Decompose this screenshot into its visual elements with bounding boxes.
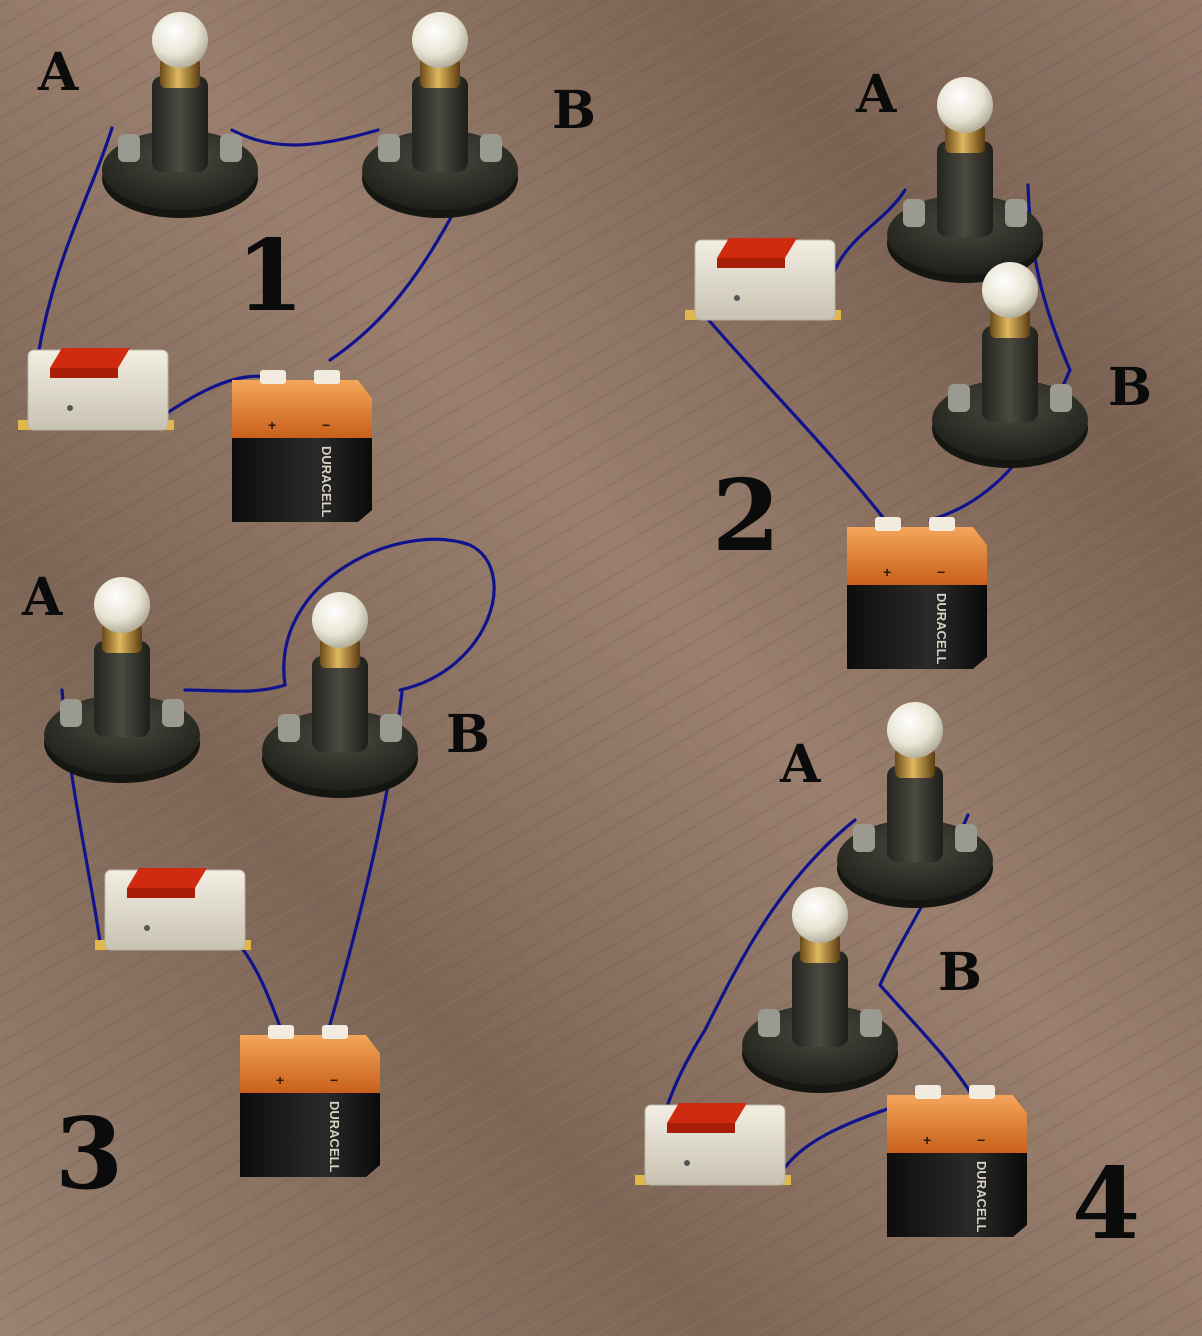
lamp-c2-b — [932, 262, 1088, 468]
battery-minus-sign: − — [977, 1132, 985, 1148]
lamp-c3-a — [44, 577, 200, 783]
wire-c3-lampA-lampB — [183, 683, 287, 693]
battery-c1: + − DURACELL — [232, 370, 372, 522]
lamp-c1-a — [102, 12, 258, 218]
lamp-c4-b — [742, 887, 898, 1093]
switch-c3 — [95, 868, 251, 951]
circuit-number-3: 3 — [55, 1097, 123, 1212]
lamp-label-c2-a: A — [855, 64, 897, 125]
battery-minus-sign: − — [322, 417, 330, 433]
wire-c2-lampA-lampB — [1026, 183, 1072, 372]
lamp-label-c1-a: A — [37, 42, 79, 103]
battery-c4: + − DURACELL — [887, 1085, 1027, 1237]
battery-c2: + − DURACELL — [847, 517, 987, 669]
lamp-label-c3-a: A — [21, 567, 63, 628]
switch-c1 — [18, 348, 174, 431]
lamp-c1-b — [362, 12, 518, 218]
battery-plus-sign: + — [268, 417, 276, 433]
lamp-c4-a — [837, 702, 993, 908]
wire-c2-switch-battery — [698, 308, 887, 522]
lamp-label-c2-b: B — [1108, 357, 1152, 418]
battery-brand-label: DURACELL — [934, 593, 949, 665]
lamp-label-c4-a: A — [779, 734, 821, 795]
battery-plus-sign: + — [276, 1072, 284, 1088]
battery-c3: + − DURACELL — [240, 1025, 380, 1177]
switch-c2 — [685, 238, 841, 321]
battery-brand-label: DURACELL — [974, 1161, 989, 1233]
circuit-number-1: 1 — [236, 219, 304, 334]
battery-minus-sign: − — [937, 564, 945, 580]
lamp-label-c4-b: B — [938, 942, 982, 1003]
switch-c4 — [635, 1103, 791, 1186]
wire-c4-lampB-battery — [878, 983, 974, 1097]
wire-c3-loop — [282, 537, 496, 692]
battery-plus-sign: + — [923, 1132, 931, 1148]
battery-plus-sign: + — [883, 564, 891, 580]
lamp-label-c3-b: B — [446, 704, 490, 765]
lamp-label-c1-b: B — [552, 80, 596, 141]
lamp-c3-b — [262, 592, 418, 798]
circuit-number-2: 2 — [712, 459, 780, 574]
wire-c1-lampA-lampB — [230, 128, 380, 147]
circuit-number-4: 4 — [1072, 1147, 1140, 1262]
battery-brand-label: DURACELL — [319, 446, 334, 518]
battery-brand-label: DURACELL — [327, 1101, 342, 1173]
battery-minus-sign: − — [330, 1072, 338, 1088]
